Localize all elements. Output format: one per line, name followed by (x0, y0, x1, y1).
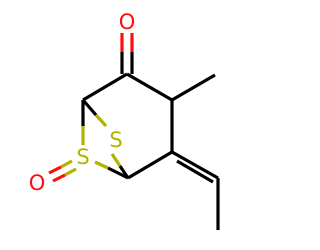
bridge-sulfur-label: S (109, 128, 122, 152)
ethylidene-double-bond (171, 150, 220, 230)
bond-c3-methyl (171, 73, 216, 102)
sulfoxide-oxygen-label: O (29, 171, 46, 195)
oxide-sulfur-label: S (76, 145, 89, 169)
molecule-structure: O S S O (29, 10, 220, 230)
ketone-oxygen-label: O (119, 10, 136, 34)
sulfoxide-double-bond (48, 159, 77, 183)
bond-c4-c5 (127, 150, 173, 180)
ketone-double-bond (120, 33, 134, 74)
bond-c1-s-bridge (81, 98, 108, 128)
bond-c1-c2 (82, 72, 128, 102)
carbon-ring-bonds (82, 72, 216, 180)
bond-c5-s-oxide (94, 160, 129, 180)
bond-c2-c3 (126, 72, 173, 102)
